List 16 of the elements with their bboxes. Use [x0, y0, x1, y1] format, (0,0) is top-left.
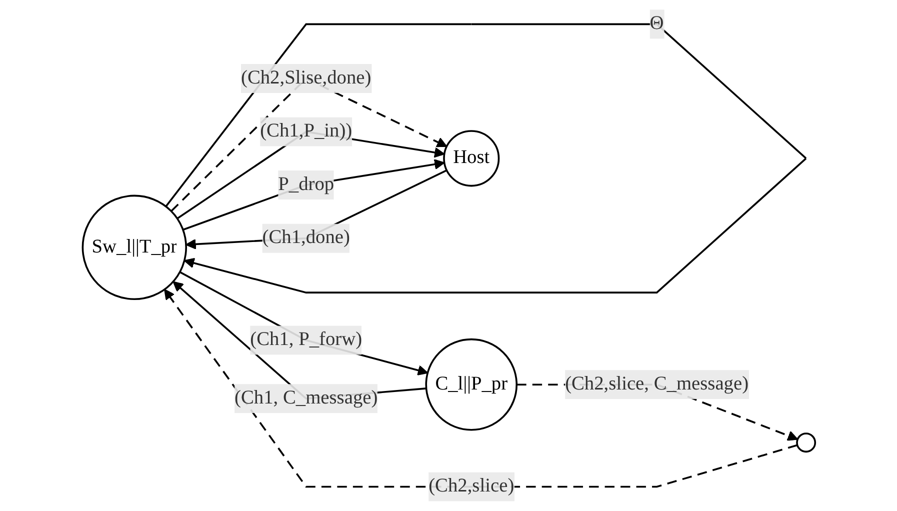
edge-label: (Ch2,Slise,done) — [240, 68, 371, 88]
node-circle: Sw_l||T_pr — [81, 194, 187, 300]
node-circle: Host — [442, 130, 500, 187]
edge-label: (Ch1, P_forw) — [250, 329, 362, 350]
node-circle — [796, 432, 816, 453]
edge-label: (Ch1,done) — [262, 227, 350, 248]
edge-label: (Ch2,slice, C_message) — [564, 374, 748, 394]
edge-label: (Ch1,P_in)) — [260, 120, 352, 142]
node-circle: C_l||P_pr — [424, 338, 518, 431]
arrow — [182, 159, 444, 231]
arrow — [185, 170, 447, 250]
edge-label: (Ch2,slice) — [428, 476, 514, 496]
edge-label: Θ — [649, 13, 664, 34]
edge-label: P_drop — [278, 174, 334, 195]
edge-label: (Ch1, C_message) — [234, 388, 378, 408]
arrow — [179, 271, 428, 376]
